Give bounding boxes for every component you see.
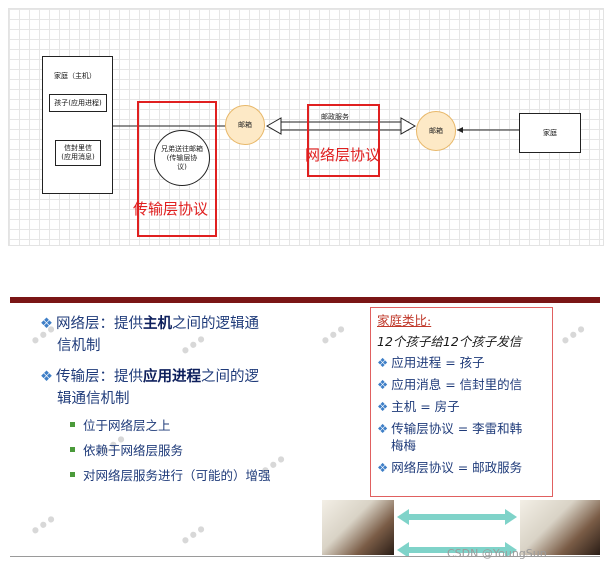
a4a-text: 传输层协议 = 李雷和韩 xyxy=(391,421,523,436)
sub1-text: 位于网络层之上 xyxy=(83,418,171,433)
a4b-text: 梅梅 xyxy=(391,438,417,453)
square-bullet-icon xyxy=(70,472,75,477)
analogy-item-4: ❖传输层协议 = 李雷和韩梅梅 xyxy=(377,420,522,454)
slide-bottom-line xyxy=(10,556,600,557)
analogy-item-3: ❖主机 = 房子 xyxy=(377,398,460,415)
bullet-transport-layer: ❖传输层：提供应用进程之间的逻 辑通信机制 xyxy=(40,366,259,410)
analogy-title: 家庭类比: xyxy=(377,313,432,328)
sub3-text: 对网络层服务进行（可能的）增强 xyxy=(83,468,271,483)
network-layer-frame xyxy=(307,104,380,177)
letter-message-box: 信封里信 (应用消息) xyxy=(55,140,101,166)
diamond-bullet-icon: ❖ xyxy=(377,421,389,436)
diamond-bullet-icon: ❖ xyxy=(377,377,389,392)
teal-double-arrow-top xyxy=(397,509,517,525)
sub-bullet-3: 对网络层服务进行（可能的）增强 xyxy=(70,467,271,485)
watermark-mark: ● ● ● xyxy=(319,323,347,346)
sub-bullet-2: 依赖于网络层服务 xyxy=(70,442,183,460)
analogy-item-2: ❖应用消息 = 信封里的信 xyxy=(377,376,522,393)
slide-top-bar xyxy=(10,297,600,303)
square-bullet-icon xyxy=(70,422,75,427)
b1-post1: 之间的逻辑通 xyxy=(172,316,259,332)
watermark-mark: ● ● ● xyxy=(179,523,207,546)
analogy-box: 家庭类比: 12个孩子给12个孩子发信 ❖应用进程 = 孩子 ❖应用消息 = 信… xyxy=(370,307,553,497)
host-box-left xyxy=(42,56,113,194)
b2-bold: 应用进程 xyxy=(143,369,201,385)
transport-layer-frame xyxy=(137,101,217,237)
postal-service-arrow xyxy=(265,117,417,135)
b2-post2: 辑通信机制 xyxy=(57,391,130,407)
diamond-bullet-icon: ❖ xyxy=(40,369,53,385)
diamond-bullet-icon: ❖ xyxy=(377,399,389,414)
bullet-network-layer: ❖网络层：提供主机之间的逻辑通 信机制 xyxy=(40,313,259,357)
mailbox-right: 邮箱 xyxy=(416,111,456,151)
watermark-mark: ● ● ● xyxy=(559,323,587,346)
b1-pre: 网络层：提供 xyxy=(56,316,143,332)
photo-left xyxy=(322,500,394,555)
sub-bullet-1: 位于网络层之上 xyxy=(70,417,171,435)
protocol-diagram: 家庭（主机） 孩子(应用进程) 信封里信 (应用消息) 兄弟送往邮箱 (传输层协… xyxy=(8,8,604,246)
transport-circle: 兄弟送往邮箱 (传输层协 议) xyxy=(154,130,210,186)
analogy-item-5: ❖网络层协议 = 邮政服务 xyxy=(377,459,522,476)
diamond-bullet-icon: ❖ xyxy=(40,316,53,332)
bidirectional-arrows xyxy=(397,509,517,557)
sub2-text: 依赖于网络层服务 xyxy=(83,443,184,458)
photo-right xyxy=(520,500,600,555)
b2-pre: 传输层：提供 xyxy=(56,369,143,385)
square-bullet-icon xyxy=(70,447,75,452)
b1-post2: 信机制 xyxy=(57,338,101,354)
a1-text: 应用进程 = 孩子 xyxy=(391,355,485,370)
transport-layer-label: 传输层协议 xyxy=(133,200,209,218)
a3-text: 主机 = 房子 xyxy=(391,399,460,414)
home-host-label: 家庭（主机） xyxy=(54,71,96,80)
network-layer-label: 网络层协议 xyxy=(305,146,381,164)
teal-double-arrow-bottom xyxy=(397,542,517,557)
analogy-subtitle: 12个孩子给12个孩子发信 xyxy=(377,334,522,349)
diamond-bullet-icon: ❖ xyxy=(377,355,389,370)
mailbox-left: 邮箱 xyxy=(225,105,265,145)
a5-text: 网络层协议 = 邮政服务 xyxy=(391,460,523,475)
postal-service-label: 邮政服务 xyxy=(321,113,349,121)
b1-bold: 主机 xyxy=(143,316,172,332)
diagram-connectors xyxy=(113,117,519,135)
watermark-mark: ● ● ● xyxy=(29,513,57,536)
home-box-right: 家庭 xyxy=(519,113,581,153)
child-process-box: 孩子(应用进程) xyxy=(49,94,107,112)
b2-post1: 之间的逻 xyxy=(201,369,259,385)
csdn-watermark: CSDN @YoungSun xyxy=(447,547,547,560)
diamond-bullet-icon: ❖ xyxy=(377,460,389,475)
a2-text: 应用消息 = 信封里的信 xyxy=(391,377,523,392)
analogy-item-1: ❖应用进程 = 孩子 xyxy=(377,354,485,371)
